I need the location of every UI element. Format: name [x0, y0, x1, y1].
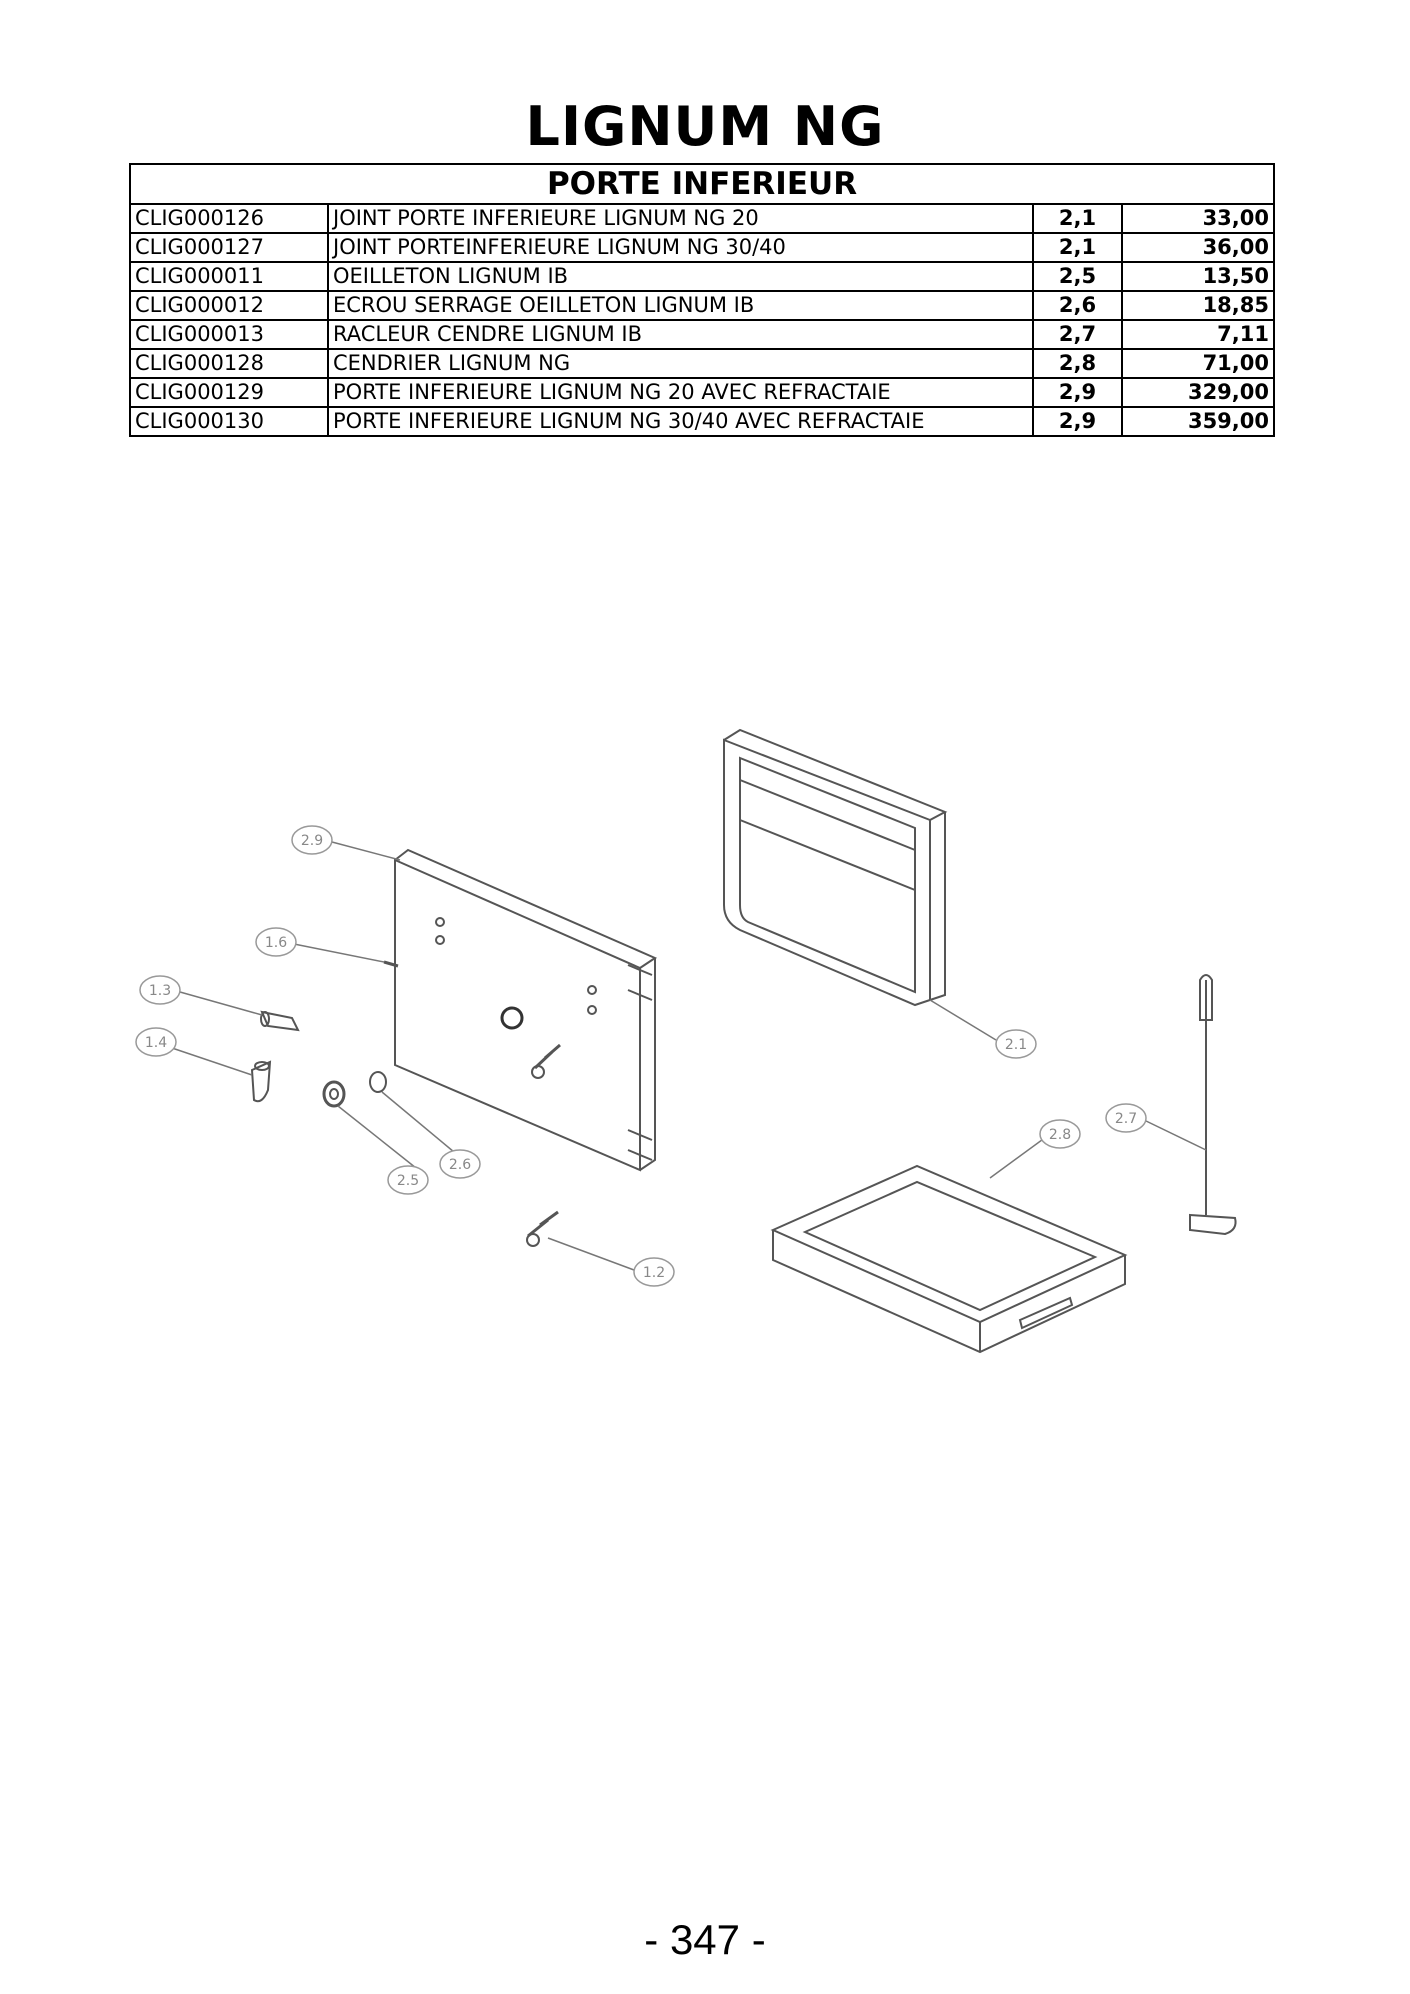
- part-price-cell: 7,11: [1121, 319, 1275, 350]
- part-price-cell: 329,00: [1121, 377, 1275, 408]
- callout-1-3: 1.3: [149, 983, 171, 999]
- part-description-cell: JOINT PORTE INFERIEURE LIGNUM NG 20: [327, 203, 1034, 234]
- part-description-cell: ECROU SERRAGE OEILLETON LIGNUM IB: [327, 290, 1034, 321]
- part-repere-cell: 2,5: [1032, 261, 1123, 292]
- callout-2-1: 2.1: [1005, 1037, 1027, 1053]
- part-repere-cell: 2,9: [1032, 377, 1123, 408]
- callout-2-9: 2.9: [301, 833, 323, 849]
- callout-1-4: 1.4: [145, 1035, 167, 1051]
- exploded-parts-diagram: 2.9 1.6 1.3 1.4 2.5 2.6 1.2 2.1 2.8 2.7: [135, 728, 1237, 1354]
- part-repere-cell: 2,7: [1032, 319, 1123, 350]
- latch-part-1-2: [526, 1210, 559, 1247]
- callout-2-8: 2.8: [1049, 1127, 1071, 1143]
- part-price-cell: 71,00: [1121, 348, 1275, 379]
- page-title: LIGNUM NG: [525, 95, 885, 158]
- lower-door-plate: [394, 848, 658, 1172]
- eyelet-part-2-5: [322, 1080, 346, 1108]
- part-ref-cell: CLIG000128: [129, 348, 329, 379]
- part-repere-cell: 2,1: [1032, 232, 1123, 263]
- part-ref-cell: CLIG000011: [129, 261, 329, 292]
- part-description-cell: PORTE INFERIEURE LIGNUM NG 20 AVEC REFRA…: [327, 377, 1034, 408]
- part-repere-cell: 2,6: [1032, 290, 1123, 321]
- part-ref-cell: CLIG000126: [129, 203, 329, 234]
- part-repere-cell: 2,1: [1032, 203, 1123, 234]
- part-repere-cell: 2,8: [1032, 348, 1123, 379]
- part-description-cell: JOINT PORTEINFERIEURE LIGNUM NG 30/40: [327, 232, 1034, 263]
- part-ref-cell: CLIG000013: [129, 319, 329, 350]
- part-ref-cell: CLIG000129: [129, 377, 329, 408]
- part-description-cell: RACLEUR CENDRE LIGNUM IB: [327, 319, 1034, 350]
- ash-scraper: [1189, 974, 1237, 1236]
- part-price-cell: 359,00: [1121, 406, 1275, 437]
- part-ref-cell: CLIG000127: [129, 232, 329, 263]
- door-gasket-frame: [723, 728, 948, 1007]
- part-price-cell: 36,00: [1121, 232, 1275, 263]
- pin-part-1-3: [260, 1010, 300, 1032]
- screw-part-1-6: [383, 960, 399, 968]
- callout-2-7: 2.7: [1115, 1111, 1137, 1127]
- part-description-cell: OEILLETON LIGNUM IB: [327, 261, 1034, 292]
- part-price-cell: 33,00: [1121, 203, 1275, 234]
- part-price-cell: 18,85: [1121, 290, 1275, 321]
- section-heading: PORTE INFERIEUR: [129, 163, 1275, 205]
- callout-2-6: 2.6: [449, 1157, 471, 1173]
- part-description-cell: CENDRIER LIGNUM NG: [327, 348, 1034, 379]
- callout-2-5: 2.5: [397, 1173, 419, 1189]
- callout-1-6: 1.6: [265, 935, 287, 951]
- part-ref-cell: CLIG000012: [129, 290, 329, 321]
- nut-part-2-6: [369, 1071, 387, 1093]
- page-number: - 347 -: [644, 1916, 766, 1963]
- callout-1-2: 1.2: [643, 1265, 665, 1281]
- part-description-cell: PORTE INFERIEURE LIGNUM NG 30/40 AVEC RE…: [327, 406, 1034, 437]
- ash-pan: [770, 1164, 1128, 1354]
- part-repere-cell: 2,9: [1032, 406, 1123, 437]
- part-ref-cell: CLIG000130: [129, 406, 329, 437]
- part-price-cell: 13,50: [1121, 261, 1275, 292]
- handle-knob-part-1-4: [250, 1060, 272, 1103]
